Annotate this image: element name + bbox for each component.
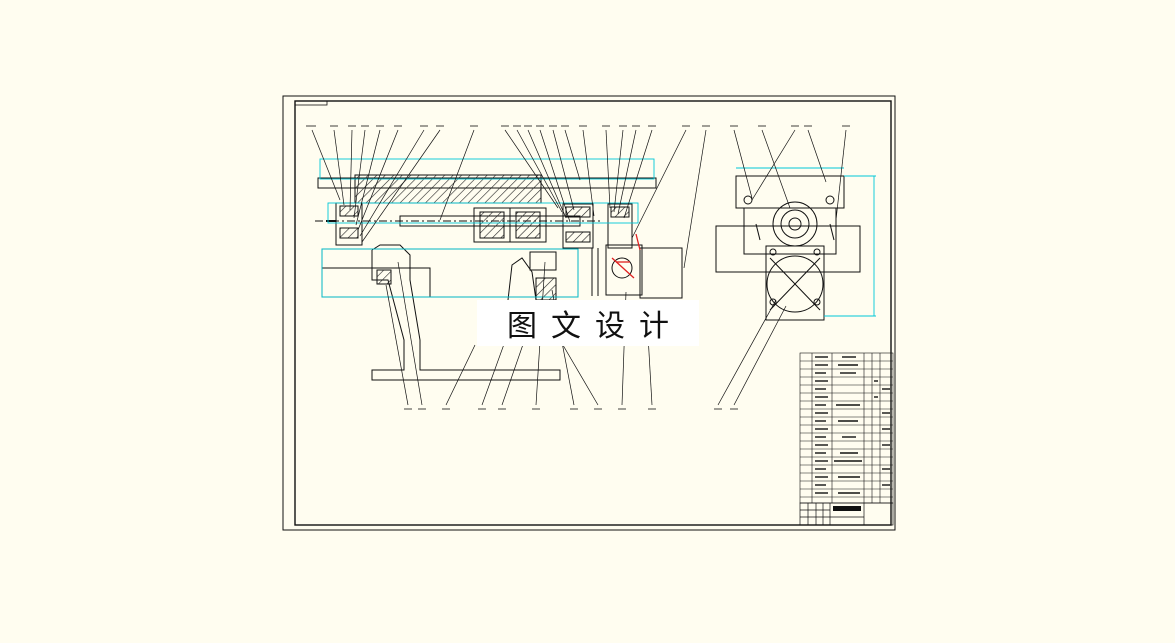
sheet-border: [282, 95, 896, 531]
side-leaders: [717, 129, 847, 406]
title-block: [799, 502, 894, 526]
watermark: 图文设计: [477, 300, 699, 346]
parts-list: [799, 352, 894, 504]
front-top-leaders: [311, 129, 707, 269]
front-dimensions: [319, 158, 655, 298]
watermark-text: 图文设计: [507, 309, 683, 344]
title-block-name-bar: [833, 506, 861, 511]
side-dimensions: [736, 167, 876, 317]
front-section-view: [315, 174, 683, 381]
parts-list-entries: [815, 356, 890, 494]
highlight-marks: [611, 233, 641, 279]
side-balloon-ticks: [714, 125, 850, 410]
